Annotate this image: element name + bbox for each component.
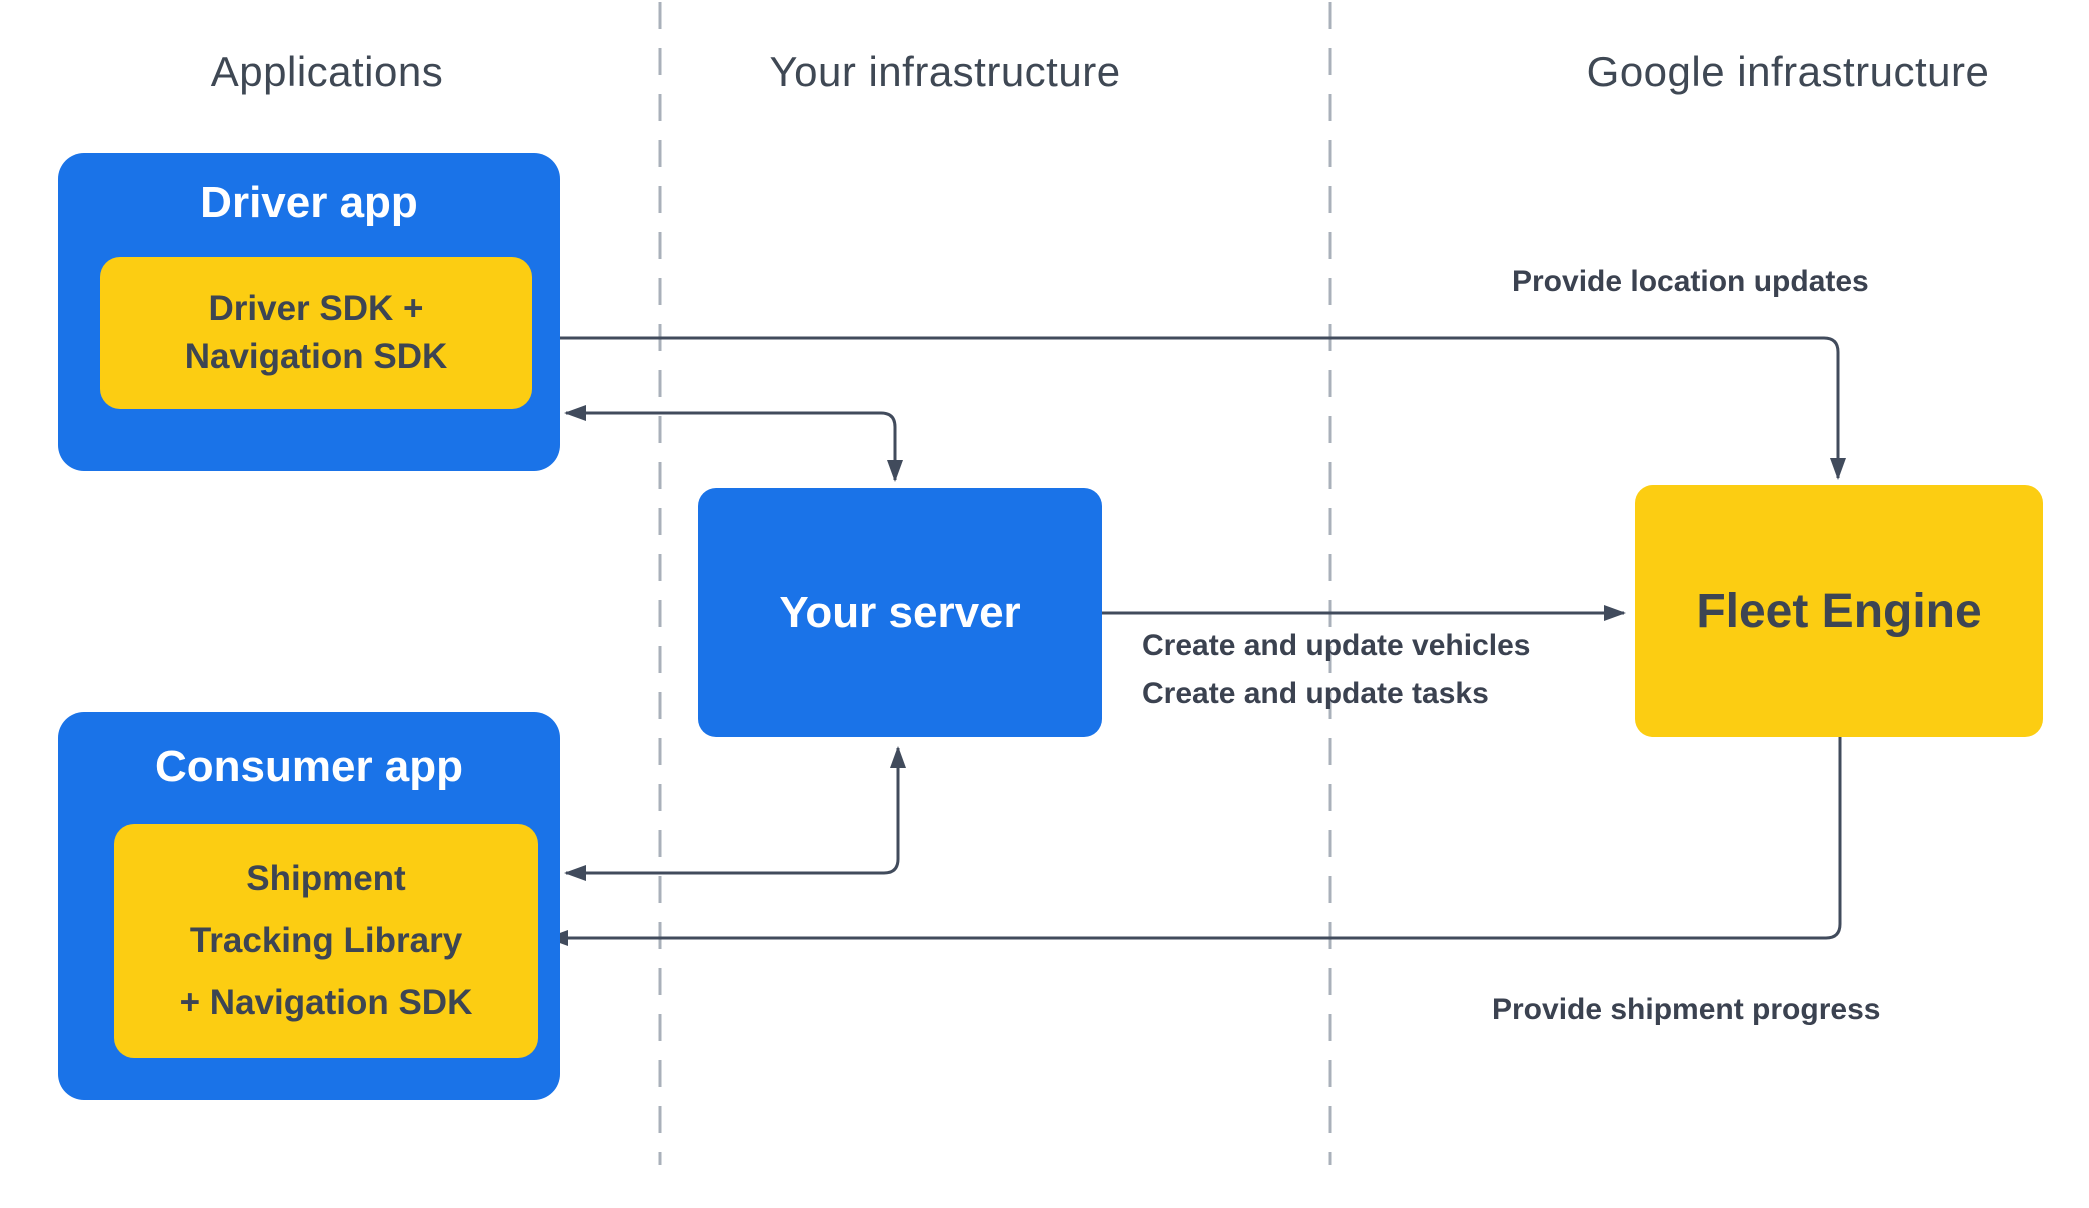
connector-shipment-progress [546,737,1842,946]
node-fleet-engine: Fleet Engine [1635,485,2043,737]
connector-consumer-server [564,746,906,881]
lane-header-google-infrastructure: Google infrastructure [1586,48,1990,95]
node-your-server: Your server [698,488,1102,737]
driver-sdk-label: Driver SDK + Navigation SDK [184,289,448,376]
shipment-tracking-library-label: Shipment Tracking Library + Navigation S… [179,859,473,1022]
edge-label-provide-shipment-progress: Provide shipment progress [1492,993,1881,1026]
node-consumer-app: Consumer app Shipment Tracking Library +… [58,712,560,1100]
fleet-engine-title: Fleet Engine [1696,584,1982,638]
node-shipment-tracking-library: Shipment Tracking Library + Navigation S… [114,824,538,1058]
your-server-title: Your server [779,587,1021,637]
edge-label-create-update: Create and update vehicles Create and up… [1142,629,1531,710]
node-driver-app: Driver app Driver SDK + Navigation SDK [58,153,560,471]
driver-app-title: Driver app [200,178,418,227]
lane-header-your-infrastructure: Your infrastructure [769,48,1121,95]
lane-header-applications: Applications [210,48,444,95]
connector-driver-server [564,405,903,482]
edge-label-provide-location-updates: Provide location updates [1512,265,1869,298]
connector-location-updates [534,330,1846,480]
node-driver-sdk: Driver SDK + Navigation SDK [100,257,532,409]
consumer-app-title: Consumer app [154,742,464,791]
